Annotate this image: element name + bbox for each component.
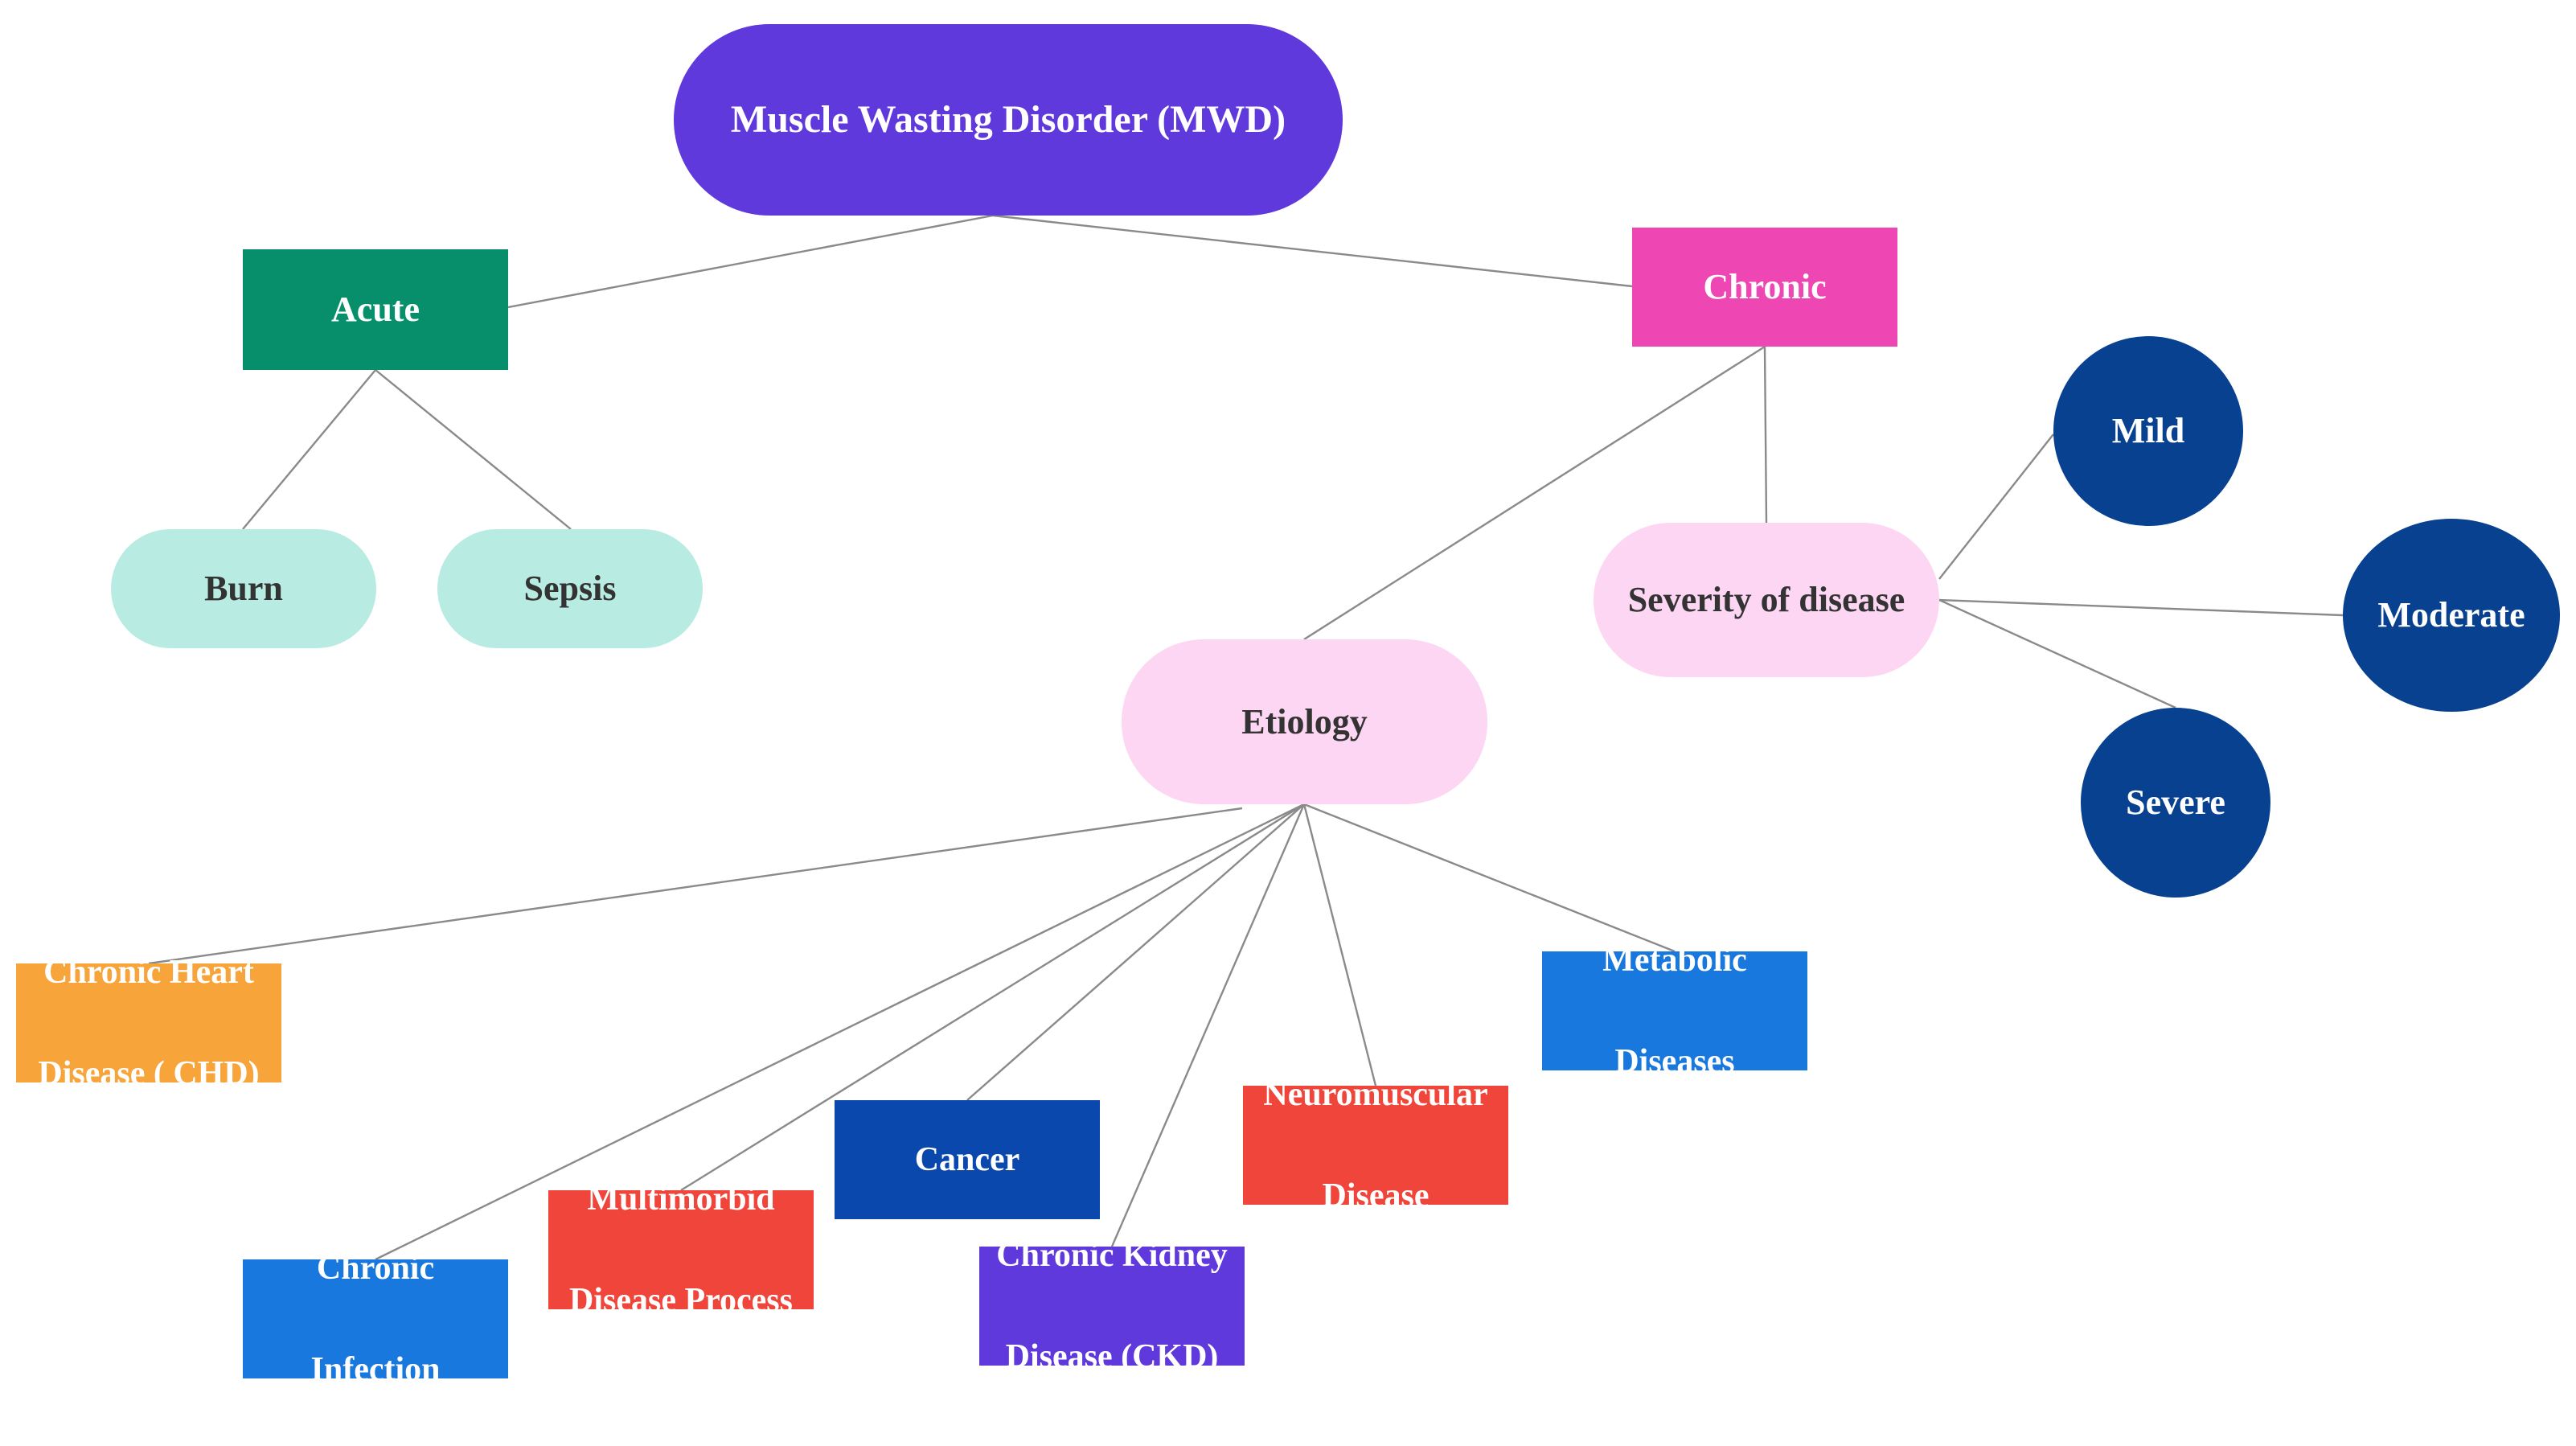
edge-acute-sepsis	[375, 369, 572, 530]
node-neuro-line2: Disease	[1322, 1177, 1430, 1214]
node-cancer: Cancer	[835, 1100, 1100, 1219]
node-neuromuscular-disease: Neuromuscular Disease	[1243, 1076, 1508, 1214]
node-chronic: Chronic	[1632, 228, 1897, 347]
edge-severity-mild	[1938, 433, 2054, 580]
edge-root-acute	[507, 214, 994, 309]
node-infection-line1: Chronic	[316, 1249, 435, 1287]
edge-etiology-neuromuscular	[1302, 803, 1377, 1087]
node-etiology: Etiology	[1122, 639, 1487, 804]
node-severe-label: Severe	[2126, 783, 2225, 822]
node-multimorbid-line2: Disease Process	[569, 1281, 793, 1319]
node-severe: Severe	[2081, 708, 2270, 898]
node-burn-label: Burn	[204, 569, 283, 608]
node-acute-label: Acute	[331, 290, 420, 329]
node-etiology-label: Etiology	[1241, 701, 1368, 741]
node-chronic-label: Chronic	[1703, 267, 1827, 306]
node-moderate: Moderate	[2343, 519, 2560, 712]
node-metabolic-line1: Metabolic	[1602, 941, 1747, 979]
node-infection-line2: Infection	[310, 1350, 441, 1388]
node-chd-line1: Chronic Heart	[43, 953, 254, 991]
node-metabolic-line2: Diseases	[1614, 1042, 1735, 1080]
edge-severity-moderate	[1938, 598, 2344, 617]
node-multimorbid-line1: Multimorbid	[587, 1180, 775, 1218]
edge-etiology-metabolic	[1303, 803, 1676, 953]
root-node-label: Muscle Wasting Disorder (MWD)	[730, 98, 1286, 141]
node-mild-label: Mild	[2111, 411, 2185, 450]
connector-lines	[148, 214, 2344, 1261]
edge-etiology-infection	[375, 803, 1305, 1261]
node-ckd-line1: Chronic Kidney	[996, 1236, 1228, 1274]
node-severity-label: Severity of disease	[1627, 580, 1905, 619]
root-node-mwd: Muscle Wasting Disorder (MWD)	[674, 24, 1343, 216]
edge-etiology-chd	[148, 807, 1243, 965]
node-multimorbid-disease-process: Multimorbid Disease Process	[548, 1181, 814, 1319]
node-cancer-label: Cancer	[914, 1140, 1020, 1178]
node-acute: Acute	[243, 249, 508, 370]
node-chronic-kidney-disease: Chronic Kidney Disease (CKD)	[979, 1237, 1245, 1375]
node-metabolic-diseases: Metabolic Diseases	[1542, 942, 1807, 1080]
edge-etiology-multimorbid	[680, 803, 1305, 1192]
node-chd-line2: Disease ( CHD)	[38, 1054, 260, 1092]
node-mild: Mild	[2053, 336, 2243, 526]
edge-severity-severe	[1938, 598, 2176, 709]
node-burn: Burn	[111, 529, 376, 648]
edge-chronic-etiology	[1303, 345, 1766, 641]
node-sepsis: Sepsis	[437, 529, 703, 648]
node-moderate-label: Moderate	[2377, 595, 2525, 635]
edge-chronic-severity	[1763, 346, 1768, 524]
node-neuro-line1: Neuromuscular	[1263, 1075, 1488, 1113]
node-chronic-infection: Chronic Infection	[243, 1250, 508, 1388]
node-ckd-line2: Disease (CKD)	[1005, 1337, 1219, 1375]
edge-etiology-cancer	[966, 803, 1305, 1101]
edge-root-chronic	[992, 214, 1633, 288]
node-sepsis-label: Sepsis	[523, 569, 617, 608]
edge-etiology-ckd	[1110, 803, 1306, 1247]
node-chronic-heart-disease: Chronic Heart Disease ( CHD)	[16, 954, 281, 1092]
node-severity-of-disease: Severity of disease	[1594, 523, 1939, 677]
edge-acute-burn	[242, 369, 376, 530]
